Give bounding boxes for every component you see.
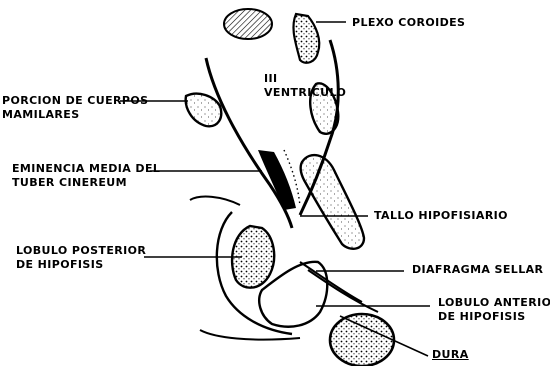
hatched-oval — [224, 9, 272, 39]
label-lobulo-anterior-line2: DE HIPOFISIS — [438, 310, 526, 324]
label-porcion-line1: PORCION DE CUERPOS — [2, 94, 148, 108]
label-lobulo-anterior-line1: LOBULO ANTERIOR — [438, 296, 550, 310]
label-eminencia-line2: TUBER CINEREUM — [12, 176, 127, 190]
label-tallo: TALLO HIPOFISIARIO — [374, 209, 508, 223]
choroid-plexus-shape — [293, 14, 319, 63]
label-eminencia-line1: EMINENCIA MEDIA DEL — [12, 162, 160, 176]
label-lobulo-posterior-line1: LOBULO POSTERIOR — [16, 244, 146, 258]
label-porcion-line2: MAMILARES — [2, 108, 80, 122]
stalk-dark-core — [258, 150, 296, 210]
pars-tuberalis — [301, 155, 364, 249]
label-plexo-coroides: PLEXO COROIDES — [352, 16, 465, 30]
label-lobulo-posterior-line2: DE HIPOFISIS — [16, 258, 104, 272]
dura-sphenoid — [330, 314, 394, 366]
label-ventriculo-number: III — [264, 72, 277, 86]
label-ventriculo: VENTRICULO — [264, 86, 346, 100]
label-diafragma: DIAFRAGMA SELLAR — [412, 263, 543, 277]
label-dura: DURA — [432, 348, 469, 362]
mammillary-body-shape — [186, 94, 222, 127]
ventricle-left-wall — [206, 58, 292, 228]
